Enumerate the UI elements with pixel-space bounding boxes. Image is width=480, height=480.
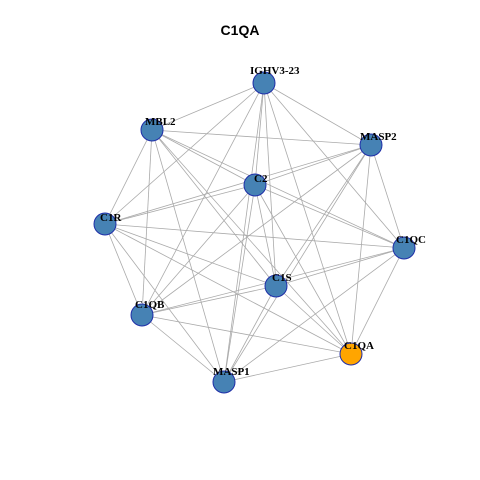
node-masp1 [212,370,236,394]
edge-layer [104,82,405,383]
edge-masp2-c1qb [141,144,372,316]
edge-ighv3-23-c2 [254,82,265,186]
node-label-ighv3-23: IGHV3-23 [250,65,300,77]
edge-masp2-masp1 [223,144,372,383]
edge-c1qb-c1qa [141,314,352,355]
edge-masp2-c1qc [370,144,405,249]
edge-mbl2-c1qb [141,129,153,316]
edge-mbl2-c1r [104,129,153,225]
edge-c1s-masp1 [223,285,277,383]
node-ighv3-23 [252,71,276,95]
edge-mbl2-c1qc [151,129,405,249]
plot-title: C1QA [220,22,260,38]
node-c1qc [392,236,416,260]
edge-ighv3-23-c1qc [263,82,405,249]
node-label-c2: C2 [254,173,268,185]
node-c1qa [339,342,363,366]
edge-c1r-c1qa [104,223,352,355]
edge-c2-c1r [104,184,256,225]
edge-c1s-c1qb [141,285,277,316]
edge-c1s-c1qa [275,285,352,355]
node-masp2 [359,133,383,157]
edge-c1r-c1qb [104,223,143,316]
edge-c1qc-c1s [275,247,405,287]
node-label-c1s: C1S [272,272,292,284]
edge-c2-c1qb [141,184,256,316]
edge-c1qa-masp1 [223,353,352,383]
edge-c1qb-masp1 [141,314,225,383]
edge-masp2-c1s [275,144,372,287]
node-c1qb [130,303,154,327]
edge-ighv3-23-c1qb [141,82,265,316]
edge-mbl2-masp1 [151,129,225,383]
edge-ighv3-23-c1r [104,82,265,225]
edge-masp2-c2 [254,144,372,186]
edge-ighv3-23-masp1 [223,82,265,383]
edge-c2-masp1 [223,184,256,383]
node-label-c1qa: C1QA [344,340,374,352]
node-mbl2 [140,118,164,142]
edge-masp2-c1r [104,144,372,225]
node-label-masp1: MASP1 [213,366,250,378]
edge-mbl2-c1qa [151,129,352,355]
node-label-c1qb: C1QB [135,299,165,311]
edge-ighv3-23-masp2 [263,82,372,146]
edge-mbl2-masp2 [151,129,372,146]
edge-c1qc-c1qa [350,247,405,355]
edge-c2-c1s [254,184,277,287]
edge-c1qc-masp1 [223,247,405,383]
edge-c2-c1qa [254,184,352,355]
edge-masp2-c1qa [350,144,372,355]
edge-ighv3-23-mbl2 [151,82,265,131]
node-c1s [264,274,288,298]
node-label-c1qc: C1QC [396,234,426,246]
edge-c1r-masp1 [104,223,225,383]
edge-c1r-c1s [104,223,277,287]
node-label-c1r: C1R [100,212,122,224]
edge-c1r-c1qc [104,223,405,249]
edge-mbl2-c2 [151,129,256,186]
node-label-masp2: MASP2 [360,131,397,143]
node-label-mbl2: MBL2 [145,116,176,128]
edge-ighv3-23-c1s [263,82,277,287]
edge-ighv3-23-c1qa [263,82,352,355]
node-c2 [243,173,267,197]
node-c1r [93,212,117,236]
edge-mbl2-c1s [151,129,277,287]
edge-c2-c1qc [254,184,405,249]
